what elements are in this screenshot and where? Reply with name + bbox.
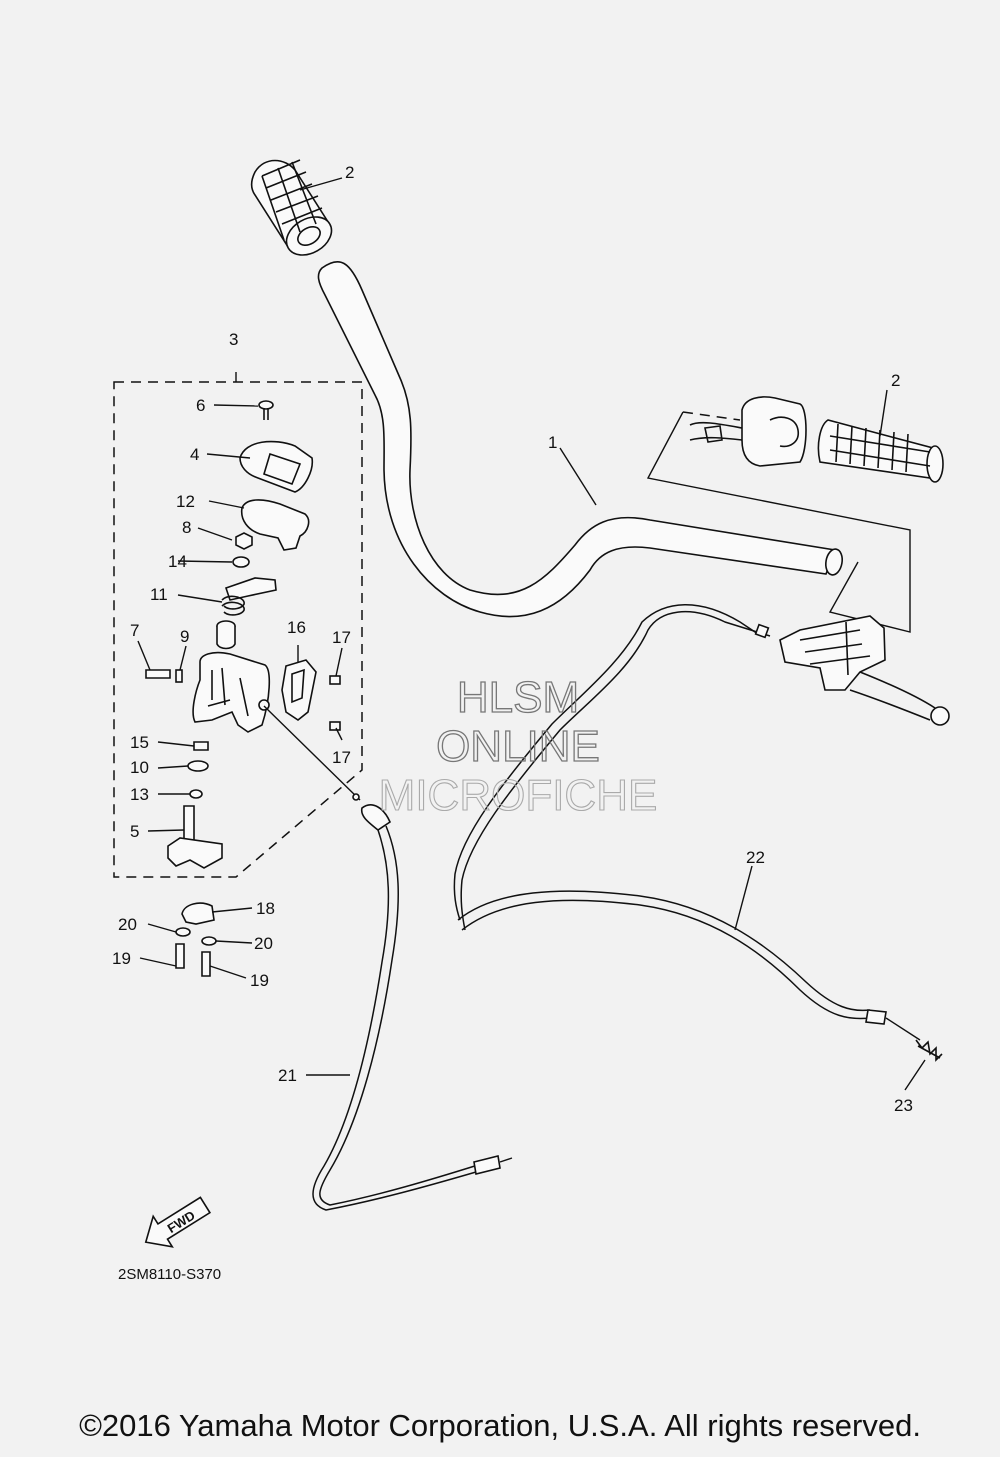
cable-22-upper <box>460 610 771 931</box>
callouts: 1 2 2 3 4 5 6 7 8 9 10 11 12 13 14 15 16… <box>112 163 913 1115</box>
cover-4 <box>239 440 314 493</box>
cable-21 <box>263 705 513 1211</box>
washer-13 <box>189 789 203 799</box>
watermark-line-3: MICROFICHE <box>379 771 658 820</box>
callout-7: 7 <box>130 621 139 640</box>
watermark-line-1: HLSM <box>457 673 579 722</box>
callout-10: 10 <box>130 758 149 777</box>
screw-17-bottom <box>329 721 341 731</box>
right-grip <box>817 419 944 483</box>
callout-2-left: 2 <box>345 163 354 182</box>
right-switch-housing <box>646 396 911 633</box>
bolt-19-right <box>201 951 211 977</box>
washer-10 <box>187 760 209 772</box>
fwd-arrow: FWD <box>144 1196 212 1248</box>
spring-11 <box>221 595 245 616</box>
callout-15: 15 <box>130 733 149 752</box>
clamp-5 <box>167 805 223 869</box>
nut-8 <box>235 532 253 550</box>
bolt-7 <box>145 669 171 679</box>
washer-20-right <box>201 936 217 946</box>
callout-12: 12 <box>176 492 195 511</box>
holder-18 <box>181 902 215 925</box>
callout-19-left: 19 <box>112 949 131 968</box>
screw-6 <box>258 400 274 420</box>
cover-16 <box>281 659 317 721</box>
callout-8: 8 <box>182 518 191 537</box>
copyright-notice: ©2016 Yamaha Motor Corporation, U.S.A. A… <box>79 1408 921 1443</box>
callout-13: 13 <box>130 785 149 804</box>
callout-2-right: 2 <box>891 371 900 390</box>
callout-11: 11 <box>150 585 168 604</box>
callout-22: 22 <box>746 848 765 867</box>
bolt-19-left <box>175 943 185 969</box>
callout-6: 6 <box>196 396 205 415</box>
callout-1: 1 <box>548 433 557 452</box>
washer-14 <box>232 556 250 568</box>
lever-plate <box>224 577 277 601</box>
collar-15 <box>193 741 209 751</box>
callout-18: 18 <box>256 899 275 918</box>
callout-20-left: 20 <box>118 915 137 934</box>
callout-17-bottom: 17 <box>332 748 351 767</box>
callout-23: 23 <box>894 1096 913 1115</box>
cap <box>216 620 236 650</box>
callout-21: 21 <box>278 1066 297 1085</box>
callout-17-top: 17 <box>332 628 351 647</box>
screw-17-top <box>329 675 341 685</box>
pin-9 <box>175 669 183 683</box>
callout-3: 3 <box>229 330 238 349</box>
throttle-housing-assembly-box <box>113 381 363 878</box>
leader-lines <box>137 177 926 1091</box>
callout-14: 14 <box>168 552 187 571</box>
spring-23 <box>915 1039 943 1062</box>
washer-20-left <box>175 927 191 937</box>
diagram-code: 2SM8110-S370 <box>118 1266 222 1283</box>
watermark-line-2: ONLINE <box>436 722 600 771</box>
left-grip <box>250 159 333 256</box>
handlebar <box>317 260 843 618</box>
watermark: HLSM ONLINE MICROFICHE <box>378 672 658 820</box>
cable-22 <box>457 890 921 1041</box>
callout-20-right: 20 <box>254 934 273 953</box>
gasket-12 <box>240 499 310 551</box>
callout-19-right: 19 <box>250 971 269 990</box>
right-lever-assembly <box>779 615 950 726</box>
callout-5: 5 <box>130 822 139 841</box>
throttle-housing <box>192 651 271 733</box>
callout-16: 16 <box>287 618 306 637</box>
callout-9: 9 <box>180 627 189 646</box>
callout-4: 4 <box>190 445 199 464</box>
